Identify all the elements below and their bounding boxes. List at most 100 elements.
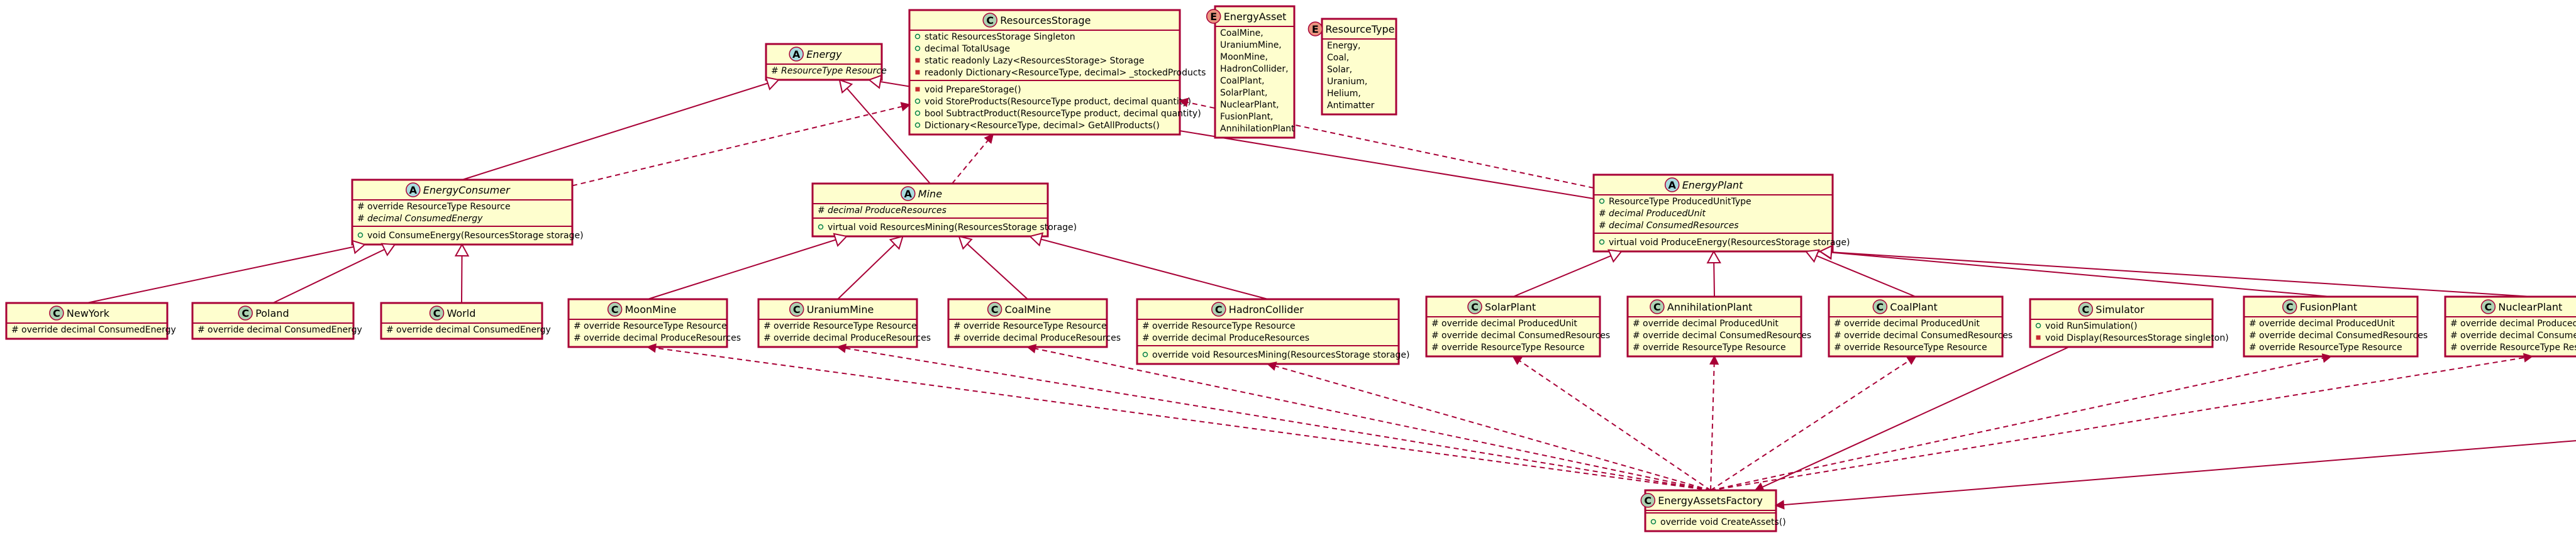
- dependency-arrowhead-icon: [1512, 355, 1523, 365]
- class-kind-letter: C: [991, 304, 999, 316]
- class-name: NuclearPlant: [2498, 301, 2562, 313]
- class-member: Dictionary<ResourceType, decimal> GetAll…: [924, 121, 1160, 131]
- protected-visibility-icon: #: [771, 66, 779, 76]
- class-member: decimal ConsumedResources: [1609, 221, 1739, 231]
- class-member: override decimal ConsumedEnergy: [208, 325, 362, 335]
- class-box: [1214, 5, 1296, 139]
- relation-coal-mine-to-mine: [958, 236, 1028, 300]
- class-member: virtual void ProduceEnergy(ResourcesStor…: [1609, 238, 1850, 248]
- class-kind-letter: C: [986, 14, 994, 26]
- class-kind-badge-icon: [238, 305, 253, 321]
- class-member: override decimal ConsumedResources: [1844, 331, 2012, 341]
- class-kind-letter: A: [409, 184, 418, 196]
- relation-fusion-plant-to-energy-plant: [1819, 251, 2331, 297]
- class-member: override ResourceType Resource: [1643, 343, 1786, 353]
- class-kind-badge-icon: [429, 305, 445, 321]
- class-member: UraniumMine,: [1220, 40, 1282, 50]
- class-member: NuclearPlant,: [1220, 100, 1279, 110]
- class-member: void PrepareStorage(): [924, 85, 1021, 95]
- class-name: Mine: [918, 188, 942, 200]
- class-member: override decimal ProducedUnit: [2460, 319, 2576, 329]
- protected-visibility-icon: #: [574, 321, 581, 331]
- relation-energy-consumer-to-resources-storage: [572, 104, 910, 187]
- class-member: override decimal ConsumedResources: [2460, 331, 2576, 341]
- class-name: EnergyPlant: [1682, 179, 1743, 191]
- class-member: decimal ProducedUnit: [1609, 209, 1706, 219]
- class-member: override ResourceType Resource: [2259, 343, 2402, 353]
- class-box: [1136, 298, 1400, 365]
- class-kind-letter: C: [53, 307, 60, 319]
- class-kind-badge-icon: [1640, 493, 1656, 508]
- class-kind-letter: C: [1644, 495, 1652, 507]
- class-member: Helium,: [1327, 89, 1361, 99]
- class-member: Energy,: [1327, 41, 1360, 51]
- protected-visibility-icon: #: [197, 325, 205, 335]
- class-member: ResourceType Resource: [781, 66, 887, 76]
- class-kind-letter: E: [1312, 23, 1319, 35]
- relation-uranium-mine-to-mine: [837, 236, 904, 300]
- inheritance-arrowhead-icon: [1706, 250, 1721, 264]
- class-name: NewYork: [67, 307, 110, 319]
- relation-energy-assets-factory-to-solar-plant: [1513, 356, 1711, 491]
- dependency-arrowhead-icon: [900, 102, 911, 112]
- class-kind-letter: C: [433, 307, 441, 319]
- public-visibility-icon: [914, 122, 921, 128]
- relation-energy-assets-factory-to-fusion-plant: [1710, 356, 2331, 491]
- dependency-arrowhead-icon: [1026, 344, 1037, 354]
- class-member: Solar,: [1327, 65, 1352, 75]
- public-visibility-icon: [914, 110, 921, 116]
- public-visibility-icon: [1599, 239, 1605, 245]
- inheritance-arrowhead-icon: [1818, 245, 1833, 260]
- class-member: readonly Dictionary<ResourceType, decima…: [924, 68, 1206, 78]
- protected-visibility-icon: #: [1633, 343, 1640, 353]
- class-kind-badge-icon: [987, 302, 1002, 317]
- protected-visibility-icon: #: [574, 333, 581, 343]
- class-kind-badge-icon: [1307, 21, 1323, 36]
- protected-visibility-icon: #: [1431, 319, 1439, 329]
- class-name: AnnihilationPlant: [1667, 301, 1752, 313]
- class-member: override ResourceType Resource: [2460, 343, 2576, 353]
- class-name: ResourceType: [1325, 23, 1394, 35]
- protected-visibility-icon: #: [2249, 319, 2257, 329]
- relation-energy-consumer-to-energy: [462, 79, 779, 180]
- class-kind-letter: E: [1210, 11, 1217, 23]
- protected-visibility-icon: #: [2249, 343, 2257, 353]
- inheritance-arrowhead-icon: [1804, 249, 1820, 263]
- relation-moon-mine-to-mine: [647, 236, 847, 300]
- class-member: static readonly Lazy<ResourcesStorage> S…: [924, 56, 1144, 66]
- class-box: [757, 298, 918, 348]
- class-member: MoonMine,: [1220, 52, 1268, 62]
- class-name: Poland: [255, 307, 289, 319]
- relation-energy-assets-factory-to-coal-mine: [1027, 346, 1711, 491]
- class-member: override ResourceType Resource: [1441, 343, 1585, 353]
- protected-visibility-icon: #: [1599, 209, 1606, 219]
- class-name: CoalPlant: [1890, 301, 1938, 313]
- class-member: override decimal ProducedUnit: [1441, 319, 1577, 329]
- class-member: bool SubtractProduct(ResourceType produc…: [924, 109, 1201, 119]
- class-kind-letter: C: [2082, 304, 2089, 316]
- class-kind-badge-icon: [901, 186, 916, 201]
- class-kind-badge-icon: [1650, 299, 1665, 314]
